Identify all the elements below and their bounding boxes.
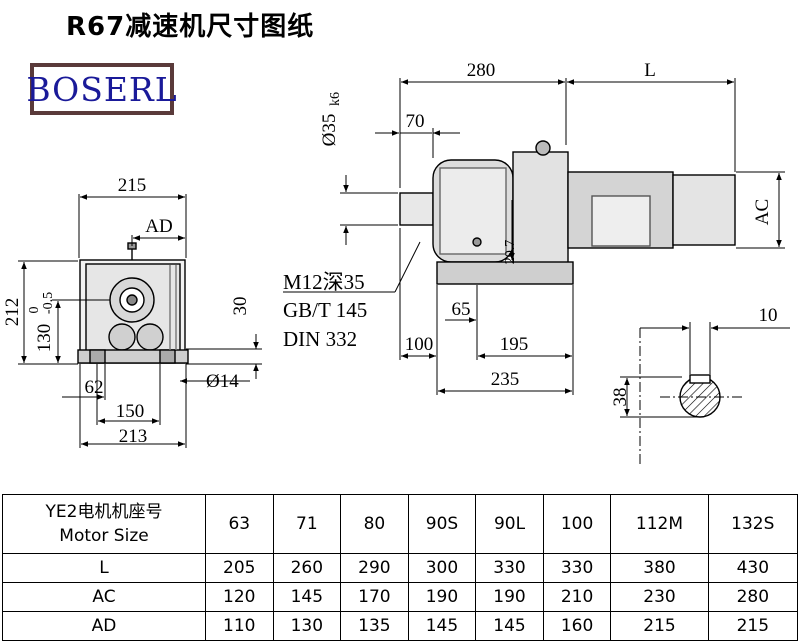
size-cell: 90S <box>407 494 477 554</box>
table-row: L 205 260 290 300 330 330 380 430 <box>2 553 799 583</box>
table-row: AD 110 130 135 145 145 160 215 215 <box>2 611 799 641</box>
note-center-hole: M12深35 <box>283 270 365 294</box>
dim-130-tol-lower: -0.5 <box>41 292 56 314</box>
header-label-cn: YE2电机机座号 <box>45 502 163 522</box>
dim-215: 215 <box>118 175 147 196</box>
row-label: AC <box>2 582 206 612</box>
table-cell: 230 <box>610 582 709 612</box>
table-header-row: YE2电机机座号 Motor Size 63 71 80 90S 90L 100… <box>2 494 799 554</box>
table-cell: 430 <box>707 553 799 583</box>
side-view <box>399 140 736 285</box>
side-view-dimensions <box>283 78 785 395</box>
header-label-en: Motor Size <box>59 526 149 546</box>
dim-213: 213 <box>119 426 148 447</box>
size-cell: 132S <box>707 494 799 554</box>
dim-130: 130 <box>34 324 55 353</box>
table-cell: 380 <box>610 553 709 583</box>
size-cell: 100 <box>542 494 612 554</box>
dim-212: 212 <box>2 298 23 327</box>
front-view <box>77 242 189 364</box>
table-cell: 300 <box>407 553 477 583</box>
dim-280: 280 <box>467 60 496 81</box>
brand-logo-text: BOSERL <box>26 69 178 109</box>
dim-130-tol-upper: 0 <box>27 307 42 314</box>
dim-235: 235 <box>491 369 520 390</box>
table-cell: 330 <box>542 553 612 583</box>
key-section <box>620 322 790 466</box>
motor-size-table: YE2电机机座号 Motor Size 63 71 80 90S 90L 100… <box>2 494 799 641</box>
table-cell: 190 <box>407 582 477 612</box>
dim-30: 30 <box>230 297 251 316</box>
dim-62: 62 <box>85 377 104 398</box>
size-cell: 71 <box>272 494 342 554</box>
table-cell: 280 <box>707 582 799 612</box>
table-cell: 170 <box>340 582 409 612</box>
table-cell: 120 <box>205 582 274 612</box>
table-cell: 210 <box>542 582 612 612</box>
table-cell: 145 <box>407 611 477 641</box>
dim-ad: AD <box>145 216 172 237</box>
table-cell: 205 <box>205 553 274 583</box>
dim-d14: Ø14 <box>206 371 239 392</box>
size-cell: 80 <box>340 494 409 554</box>
table-cell: 215 <box>610 611 709 641</box>
row-label: AD <box>2 611 206 641</box>
table-cell: 135 <box>340 611 409 641</box>
dim-195: 195 <box>500 334 529 355</box>
dim-ac: AC <box>752 199 773 225</box>
size-cell: 63 <box>205 494 274 554</box>
brand-logo: BOSERL <box>26 63 177 115</box>
table-cell: 160 <box>542 611 612 641</box>
dim-20-7: 20.7 <box>503 240 518 265</box>
table-cell: 260 <box>272 553 342 583</box>
table-cell: 215 <box>707 611 799 641</box>
dim-l: L <box>644 60 656 81</box>
dim-d35: Ø35 <box>319 114 340 147</box>
table-cell: 330 <box>475 553 544 583</box>
table-cell: 190 <box>475 582 544 612</box>
size-cell: 90L <box>475 494 544 554</box>
note-standard-din: DIN 332 <box>283 327 357 351</box>
dim-key-38: 38 <box>610 388 631 407</box>
dim-100: 100 <box>405 334 434 355</box>
dim-65: 65 <box>452 299 471 320</box>
dimension-drawing: 215 AD 212 130 0 -0.5 30 Ø14 62 150 213 <box>2 60 790 466</box>
table-cell: 290 <box>340 553 409 583</box>
dim-d35-tol: k6 <box>328 92 343 106</box>
table-cell: 110 <box>205 611 274 641</box>
page-title: R67减速机尺寸图纸 <box>66 12 315 42</box>
table-cell: 130 <box>272 611 342 641</box>
note-standard-gb: GB/T 145 <box>283 298 367 322</box>
table-header-label: YE2电机机座号 Motor Size <box>2 494 206 554</box>
dim-70: 70 <box>406 111 425 132</box>
table-row: AC 120 145 170 190 190 210 230 280 <box>2 582 799 612</box>
front-view-dimensions <box>18 194 262 448</box>
table-cell: 145 <box>272 582 342 612</box>
table-cell: 145 <box>475 611 544 641</box>
dim-key-10: 10 <box>759 305 778 326</box>
size-cell: 112M <box>610 494 709 554</box>
row-label: L <box>2 553 206 583</box>
dim-150: 150 <box>116 401 145 422</box>
